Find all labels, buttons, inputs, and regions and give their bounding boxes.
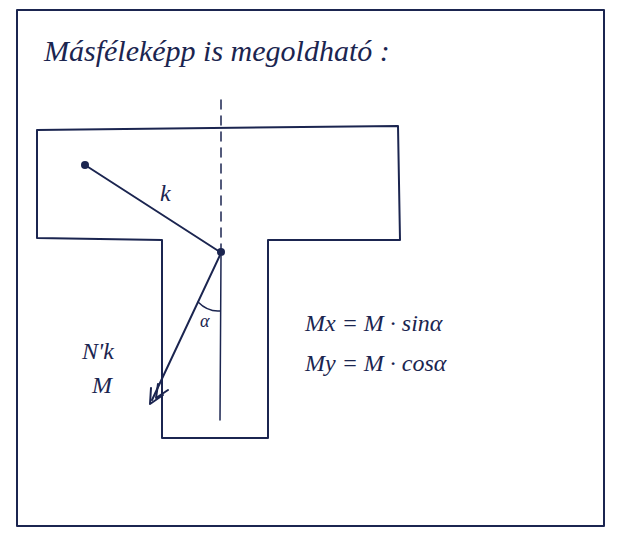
- arrow-head: [150, 384, 168, 404]
- symmetry-axis: [220, 256, 221, 420]
- point-dot: [81, 161, 89, 169]
- t-section-outline: [37, 126, 400, 438]
- angle-label: α: [200, 312, 209, 332]
- lever-arm-label: k: [160, 180, 171, 206]
- formula: Mx = M · sinα: [305, 310, 442, 336]
- moment-vector-line: [152, 253, 221, 400]
- angle-arc: [198, 302, 220, 311]
- moment-label: M: [92, 372, 112, 398]
- formula: My = M · cosα: [305, 350, 446, 376]
- force-label: N'k: [82, 338, 114, 364]
- symmetry-axis-dashed: [220, 100, 222, 250]
- page-frame: [17, 10, 604, 526]
- point-dot: [217, 248, 225, 256]
- note-title: Másféleképp is megoldható :: [44, 34, 390, 67]
- lever-arm-line: [85, 165, 220, 252]
